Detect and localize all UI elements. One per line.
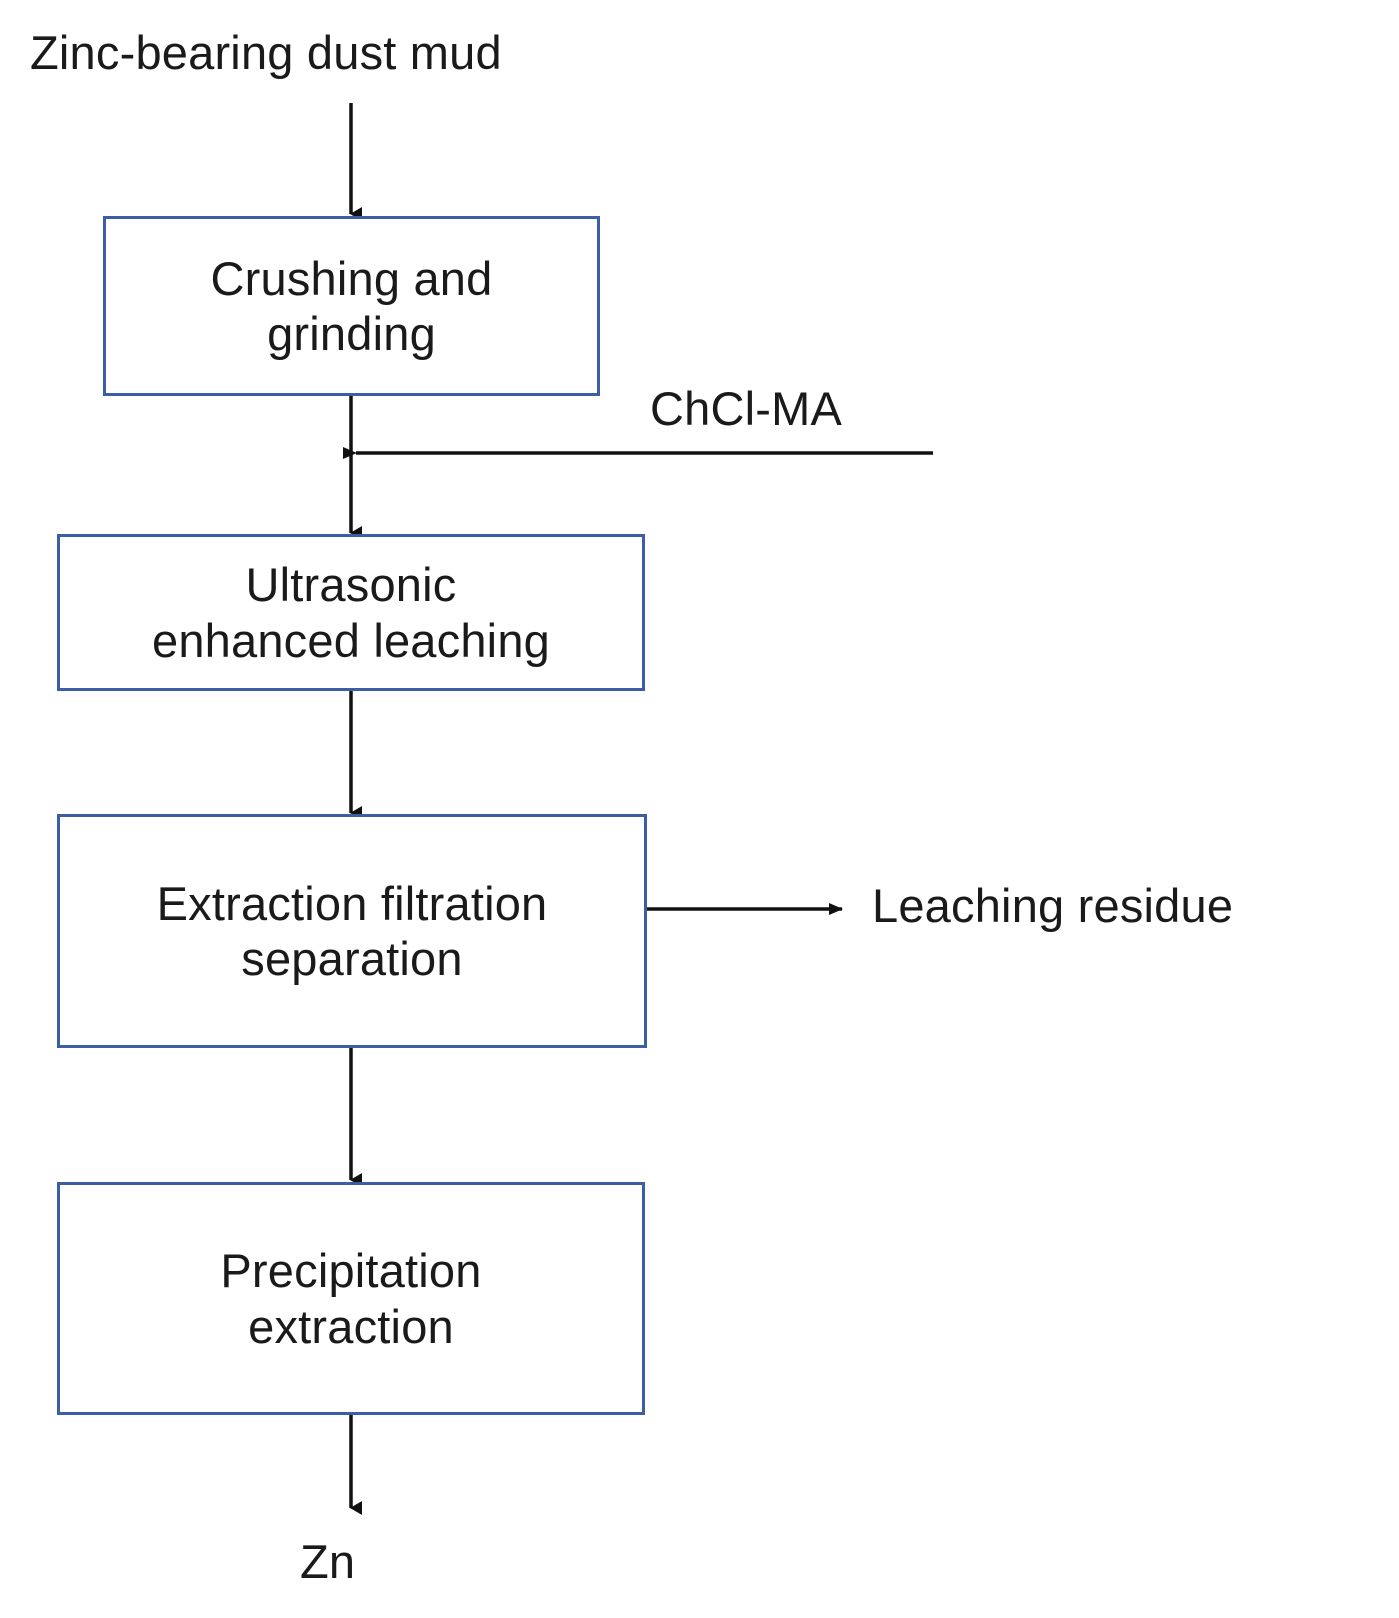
process-box-precipitation-extraction[interactable]: Precipitation extraction	[57, 1182, 645, 1415]
process-box-crushing-and-grinding[interactable]: Crushing and grinding	[103, 216, 600, 396]
process-box-extraction-filtration-separation[interactable]: Extraction filtration separation	[57, 814, 647, 1048]
process-box-ultrasonic-enhanced-leaching[interactable]: Ultrasonic enhanced leaching	[57, 534, 645, 691]
reagent-label: ChCl-MA	[650, 382, 843, 435]
process-box-label: Precipitation extraction	[220, 1244, 482, 1353]
process-box-label: Crushing and grinding	[210, 251, 493, 360]
process-box-label: Extraction filtration separation	[156, 876, 548, 985]
process-box-label: Ultrasonic enhanced leaching	[151, 558, 550, 667]
input-label: Zinc-bearing dust mud	[30, 26, 502, 79]
leaching-residue-label: Leaching residue	[872, 879, 1234, 932]
output-label: Zn	[300, 1535, 356, 1588]
